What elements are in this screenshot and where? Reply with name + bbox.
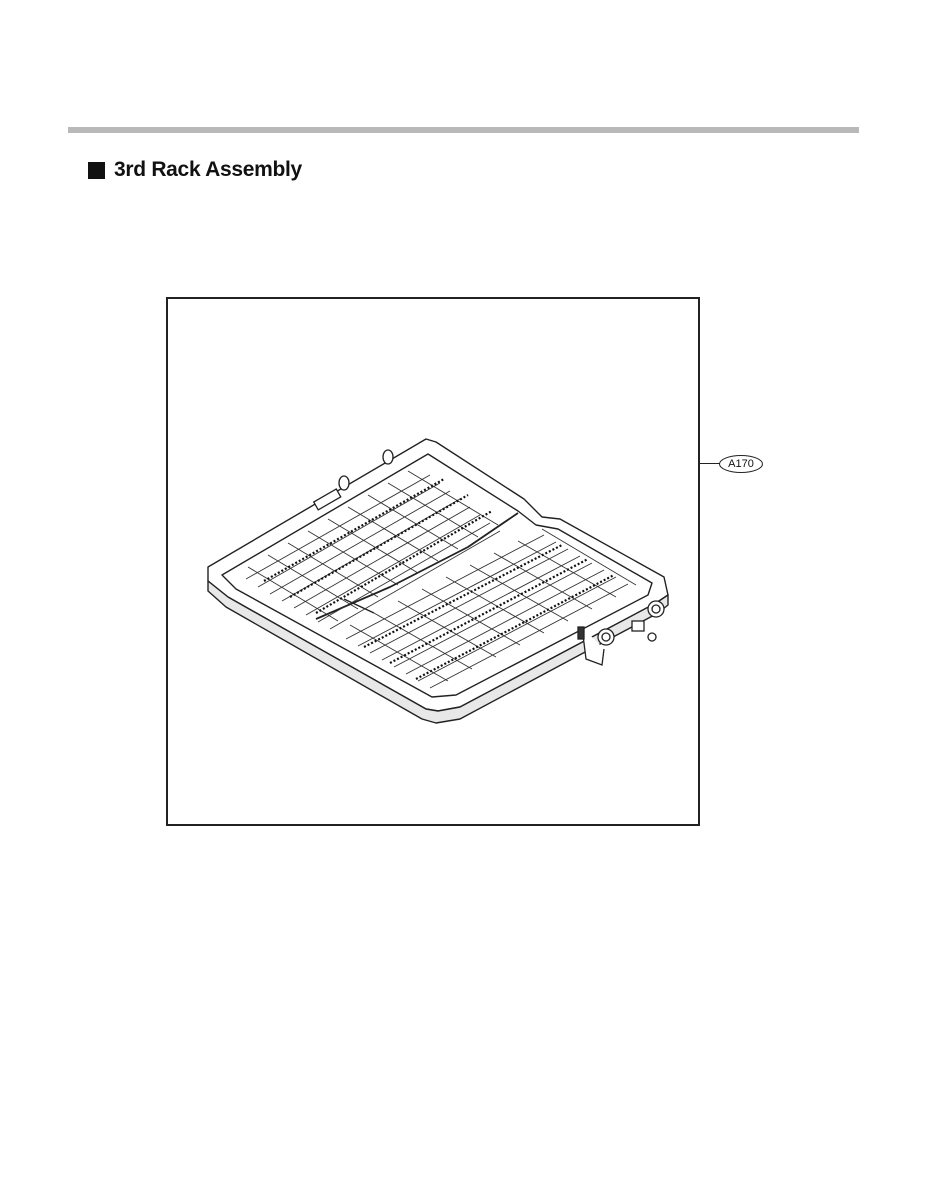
part-callout-a170: A170: [719, 455, 763, 473]
right-basket-grid: [345, 528, 637, 689]
rack-assembly-illustration: [207, 438, 669, 724]
section-heading: 3rd Rack Assembly: [88, 158, 302, 182]
left-basket-grid: [245, 470, 501, 630]
rack-side-rollers: [577, 600, 665, 666]
right-basket-tines: [363, 544, 615, 680]
rack-wheels-rear: [312, 449, 394, 511]
diagram-frame: [166, 297, 700, 826]
top-divider-rule: [68, 127, 859, 133]
rack-inner-rim: [221, 453, 653, 698]
filled-square-icon: [88, 161, 105, 179]
left-basket-tines: [263, 478, 493, 614]
callout-leader-line: [698, 463, 722, 464]
section-title: 3rd Rack Assembly: [114, 158, 302, 181]
callout-label: A170: [728, 457, 754, 470]
rack-front-edge: [207, 580, 669, 724]
